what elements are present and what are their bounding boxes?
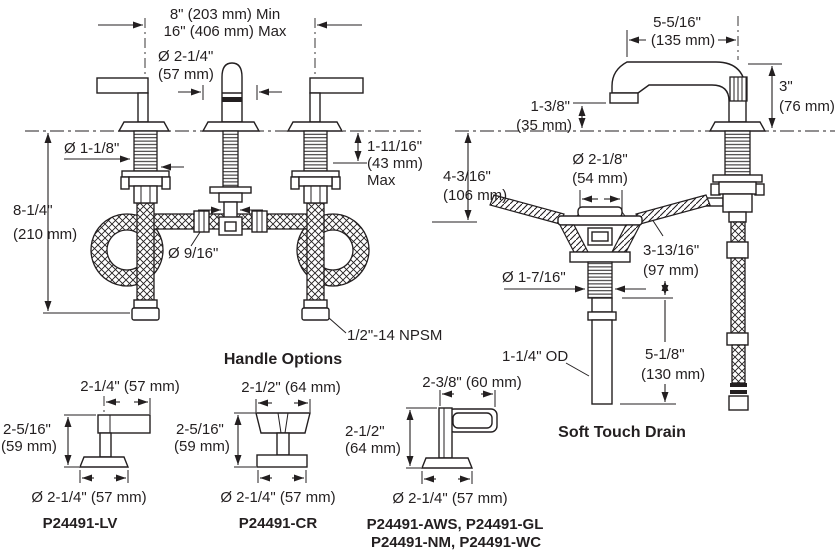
left-handle-stem (137, 92, 149, 123)
handle-options-title: Handle Options (224, 351, 342, 368)
spout-flange (708, 121, 767, 132)
left-mounting-nut (128, 176, 163, 187)
dim-deck-max-line3: Max (367, 172, 396, 189)
cr-height-dim-line2: (59 mm) (174, 438, 230, 455)
dim-drain-flange-line1: Ø 2-1/8" (572, 151, 627, 168)
basin-section-right (635, 194, 711, 225)
dim-spout-height-line2: (76 mm) (779, 98, 835, 115)
drain-tailpiece (591, 319, 613, 405)
aws-base-dim: Ø 2-1/4" (57 mm) (392, 490, 507, 507)
cr-height-dim-line1: 2-5/16" (176, 421, 224, 438)
lv-height-dim-line2: (59 mm) (1, 438, 57, 455)
spout-mounting-nut (718, 181, 757, 195)
dim-drain-length-line1: 3-13/16" (643, 242, 699, 259)
dim-tee-dia: Ø 9/16" (168, 245, 218, 262)
aws-model-line2: P24491-NM, P24491-WC (371, 534, 541, 551)
right-valve-body (303, 185, 328, 204)
spout-supply-hose (730, 257, 746, 334)
handle-option-cr (234, 399, 311, 483)
spout-side-view (573, 16, 782, 411)
aws-height-dim-line2: (64 mm) (345, 440, 401, 457)
spout-aerator (609, 92, 639, 104)
labels: 8" (203 mm) Min 16" (406 mm) Max Ø 2-1/4… (1, 6, 835, 551)
spout-side-shank (724, 130, 751, 176)
drain-flange (557, 215, 643, 226)
spout-base (201, 121, 261, 132)
left-supply-hose (131, 202, 160, 321)
lv-width-dim: 2-1/4" (57 mm) (80, 378, 180, 395)
lv-base-dim: Ø 2-1/4" (57 mm) (31, 489, 146, 506)
cr-width-dim: 2-1/2" (64 mm) (241, 379, 341, 396)
left-valve-shank (133, 130, 158, 172)
dim-drain-thread-dia: Ø 1-7/16" (502, 269, 566, 286)
right-mounting-nut (298, 176, 333, 187)
left-handle (96, 77, 171, 204)
dim-spout-dia-line1: Ø 2-1/4" (158, 48, 213, 65)
handle-option-aws (406, 390, 498, 484)
cr-base-dim: Ø 2-1/4" (57 mm) (220, 489, 335, 506)
lv-model: P24491-LV (43, 515, 118, 532)
left-handle-base (117, 121, 171, 132)
dim-below-deck-line2: (210 mm) (13, 226, 77, 243)
aws-handle-stem (438, 407, 453, 459)
cr-model: P24491-CR (239, 515, 318, 532)
right-handle-base (286, 121, 344, 132)
dim-shank-dia: Ø 1-1/8" (64, 140, 119, 157)
right-handle (286, 77, 364, 204)
aws-height-dim-line1: 2-1/2" (345, 423, 385, 440)
dim-spread-max: 16" (406 mm) Max (164, 23, 287, 40)
dim-tip-height-line2: (35 mm) (516, 117, 572, 134)
right-valve-shank (303, 130, 328, 172)
spout-front (201, 62, 261, 236)
dim-spout-dia-line2: (57 mm) (158, 66, 214, 83)
right-handle-stem (309, 92, 321, 123)
left-handle-lever (96, 77, 149, 94)
dim-supply-depth-line1: 4-3/16" (443, 168, 491, 185)
right-supply-hose (301, 202, 330, 321)
spout-knurl (729, 76, 748, 102)
dim-reach-line1: 5-5/16" (653, 14, 701, 31)
dim-supply-depth-line2: (106 mm) (443, 187, 507, 204)
cr-handle-cross (255, 412, 311, 434)
dim-spread-min: 8" (203 mm) Min (170, 6, 280, 23)
right-handle-lever (309, 77, 364, 94)
spout-shank (222, 130, 239, 188)
dim-drain-length-line2: (97 mm) (643, 262, 699, 279)
dim-deck-max-line1: 1-11/16" (367, 138, 422, 155)
dim-tip-height-line1: 1-3/8" (530, 98, 570, 115)
cr-handle-stem (276, 432, 290, 456)
dim-spout-height-line1: 3" (779, 78, 793, 95)
dim-drain-tail-len-line1: 5-1/8" (645, 346, 685, 363)
aws-model-line1: P24491-AWS, P24491-GL (367, 516, 544, 533)
faucet-front-view (43, 18, 477, 334)
dim-drain-flange-line2: (54 mm) (572, 170, 628, 187)
spout-valve-body (722, 193, 753, 213)
dim-deck-max-line2: (43 mm) (367, 155, 423, 172)
aws-handle-base (420, 457, 474, 469)
drain-caption: Soft Touch Drain (558, 424, 686, 441)
dim-reach-line2: (135 mm) (651, 32, 715, 49)
dim-below-deck-line1: 8-1/4" (13, 202, 53, 219)
spout-below-deck (702, 130, 765, 411)
lv-handle-base (78, 456, 130, 468)
lv-height-dim-line1: 2-5/16" (3, 421, 51, 438)
dim-drain-tail-od: 1-1/4" OD (502, 348, 568, 365)
left-hose-connector (131, 307, 160, 321)
spout-arm (611, 61, 747, 123)
left-valve-body (133, 185, 158, 204)
handle-option-lv (64, 396, 151, 483)
lv-handle-lever (97, 414, 151, 434)
dim-drain-tail-len-line2: (130 mm) (641, 366, 705, 383)
aws-width-dim: 2-3/8" (60 mm) (422, 374, 522, 391)
drain-assembly (489, 190, 711, 405)
dim-hose-thread: 1/2"-14 NPSM (347, 327, 442, 344)
cr-handle-base (256, 454, 308, 468)
drain-threads (587, 261, 613, 299)
lv-handle-stem (99, 432, 112, 458)
spout-hose-connector (728, 395, 749, 411)
right-hose-connector (301, 307, 330, 321)
